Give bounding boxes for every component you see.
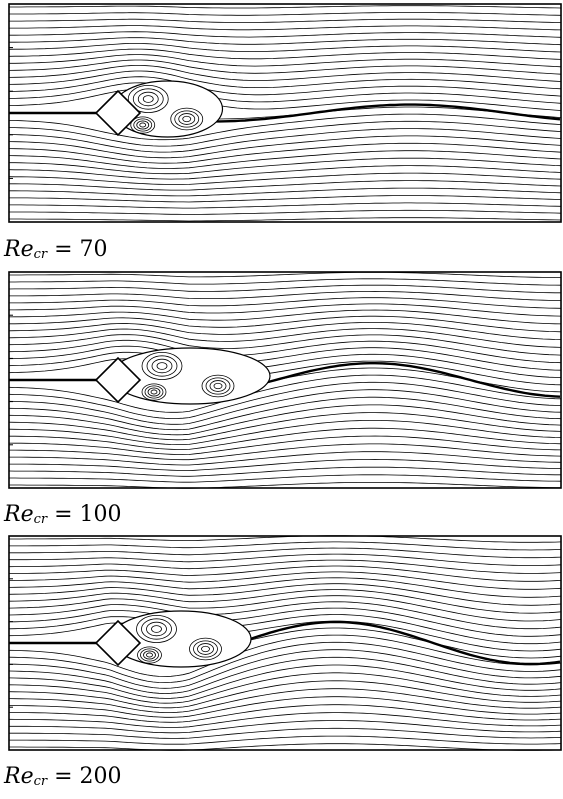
equals-sign: = bbox=[54, 502, 72, 527]
streamline bbox=[9, 291, 561, 300]
streamline bbox=[9, 279, 561, 285]
streamline bbox=[9, 60, 561, 74]
streamline bbox=[9, 188, 561, 196]
streamline bbox=[9, 578, 561, 598]
streamline-panel-re-100: Recr = 100 bbox=[0, 268, 563, 534]
streamline bbox=[9, 65, 561, 81]
streamline bbox=[9, 298, 561, 309]
streamline bbox=[9, 173, 561, 184]
equals-sign: = bbox=[54, 764, 72, 789]
streamline bbox=[9, 181, 561, 191]
separating-streamline bbox=[9, 622, 560, 664]
streamline bbox=[9, 736, 561, 744]
streamline bbox=[9, 83, 561, 104]
streamline bbox=[9, 136, 561, 158]
streamline bbox=[9, 218, 561, 221]
re-value: 70 bbox=[80, 237, 108, 262]
re-subscript: cr bbox=[34, 512, 48, 527]
streamline bbox=[9, 608, 561, 636]
streamline bbox=[9, 721, 561, 733]
streamline bbox=[9, 196, 561, 203]
streamline bbox=[9, 210, 561, 214]
streamline bbox=[9, 19, 561, 22]
caption-re-100: Recr = 100 bbox=[4, 504, 122, 526]
streamline bbox=[9, 151, 561, 169]
streamline bbox=[9, 602, 561, 629]
streamline bbox=[9, 129, 561, 153]
re-subscript: cr bbox=[34, 774, 48, 789]
streamline bbox=[9, 44, 561, 53]
equals-sign: = bbox=[54, 237, 72, 262]
streamline bbox=[9, 285, 561, 293]
streamline bbox=[9, 310, 561, 324]
streamline bbox=[9, 335, 561, 356]
streamline bbox=[9, 420, 561, 444]
streamline-plot-re-70 bbox=[0, 0, 563, 230]
streamline-plot-re-200 bbox=[0, 532, 563, 758]
streamline bbox=[9, 26, 561, 30]
streamline bbox=[9, 621, 561, 651]
streamline bbox=[9, 566, 561, 581]
streamline bbox=[9, 272, 561, 277]
streamline bbox=[9, 352, 561, 377]
streamline bbox=[9, 705, 561, 723]
re-subscript: cr bbox=[34, 247, 48, 262]
streamline bbox=[9, 548, 561, 558]
streamline bbox=[9, 657, 561, 693]
re-symbol: Re bbox=[4, 502, 34, 527]
streamline bbox=[9, 436, 561, 455]
separating-streamline bbox=[9, 105, 560, 122]
streamline bbox=[9, 38, 561, 45]
streamline bbox=[9, 89, 561, 110]
streamline bbox=[9, 203, 561, 208]
streamline-plot-re-100 bbox=[0, 268, 563, 496]
streamline bbox=[9, 665, 561, 698]
streamline bbox=[9, 304, 561, 316]
streamline-panel-re-200: Recr = 200 bbox=[0, 532, 563, 799]
streamline bbox=[9, 467, 561, 476]
streamline bbox=[9, 340, 561, 362]
re-symbol: Re bbox=[4, 764, 34, 789]
re-symbol: Re bbox=[4, 237, 34, 262]
caption-re-70: Recr = 70 bbox=[4, 239, 108, 261]
streamline-panel-re-70: Recr = 70 bbox=[0, 0, 563, 266]
re-value: 100 bbox=[80, 502, 122, 527]
streamline bbox=[9, 475, 561, 482]
streamline bbox=[9, 382, 561, 418]
streamline bbox=[9, 584, 561, 606]
streamline bbox=[9, 596, 561, 621]
streamline bbox=[9, 560, 561, 573]
streamline bbox=[9, 542, 561, 550]
streamline bbox=[9, 13, 561, 16]
separating-streamline bbox=[9, 363, 560, 397]
streamline bbox=[9, 6, 561, 8]
caption-re-200: Recr = 200 bbox=[4, 766, 122, 788]
streamline bbox=[9, 459, 561, 470]
streamline bbox=[9, 32, 561, 38]
re-value: 200 bbox=[80, 764, 122, 789]
